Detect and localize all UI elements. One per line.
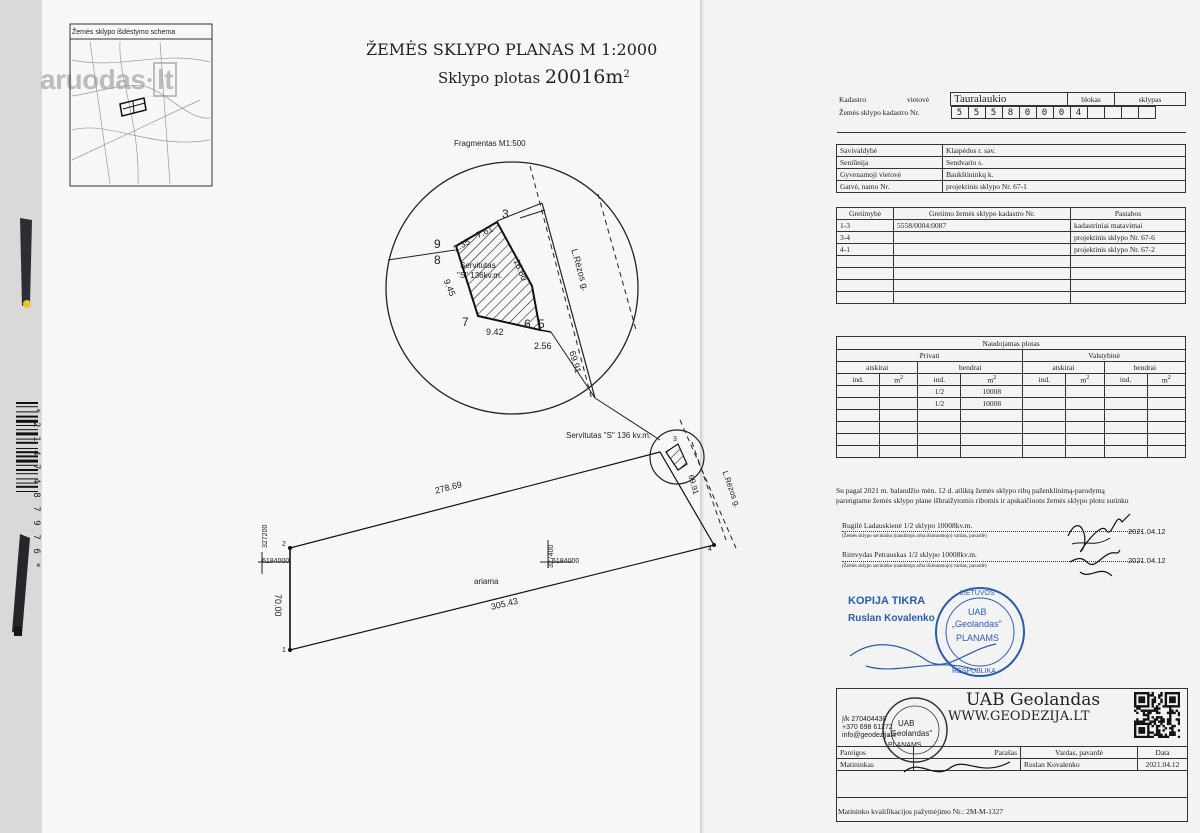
point-4: 4 (708, 546, 712, 553)
dim-2-56: 2.56 (534, 341, 552, 351)
usage-row (836, 445, 1187, 458)
usage-row (836, 433, 1187, 446)
cadastre-number-table: Kadastro vietovė Tauralaukio blokas skly… (836, 92, 1186, 119)
dim-9-42: 9.42 (486, 327, 504, 337)
small-point-3: 3 (673, 436, 677, 443)
point-8: 8 (434, 253, 441, 267)
usage-row (836, 409, 1187, 422)
coord-y-left: 6184000 (262, 558, 290, 565)
logo-uab: UAB (898, 719, 915, 728)
contact-line-2: +370 698 61272 (842, 724, 893, 731)
cadastre-digits: 5 5 5 8 0 0 0 4 (950, 106, 1156, 119)
binder-clip-top (16, 214, 36, 310)
stamp-company: UAB (968, 607, 987, 617)
copy-true-name: Ruslan Kovalenko (848, 613, 935, 624)
binder-clip-bottom (6, 530, 36, 642)
logo-geolandas: „Geolandas" (888, 729, 933, 738)
servitude-small-circle (649, 429, 705, 485)
stamp-company-name: „Geolandas" (952, 619, 1002, 629)
contact-line-1: Į/k 270404430 (842, 716, 887, 723)
inset-map-frame (69, 23, 213, 187)
watermark-logo: aruodas●lt (40, 62, 178, 97)
signatures (1067, 513, 1131, 577)
signer-1-date: 2021.04.12 (1128, 527, 1166, 536)
neighbor-row (836, 267, 1186, 280)
signer-1-name: Rugilė Ladauskienė 1/2 sklypo 10008kv.m. (842, 521, 973, 530)
barcode (14, 400, 42, 530)
stamp-planams: PLANAMS (956, 633, 1000, 643)
fragment-circle (385, 161, 639, 415)
inset-plot-marker (119, 97, 147, 117)
point-1: 1 (282, 647, 286, 654)
stamp-bottom: RESPUBLIKA (952, 668, 996, 675)
land-use-label: ariama (474, 577, 499, 586)
signer-1-caption: (Žemės sklypo savininko (naudotojo arba … (842, 534, 987, 539)
signer-2-date: 2021.04.12 (1128, 556, 1166, 565)
point-6: 6 (524, 317, 531, 331)
page-fold (700, 0, 704, 833)
inset-map-lines (71, 41, 211, 185)
agreement-line-2: parengtame žemės sklypo plane išbraižyto… (836, 496, 1129, 505)
logo-planams: PLANAMS (888, 742, 922, 749)
qr-code (1134, 692, 1180, 738)
neighbor-row (836, 279, 1186, 292)
servitude-main-label: Servitutas "S" 136 kv.m. (566, 431, 652, 440)
point-9: 9 (434, 237, 441, 251)
point-7: 7 (462, 315, 469, 329)
copy-true-label: KOPIJA TIKRA (848, 595, 926, 607)
neighbor-row (836, 255, 1186, 268)
point-3: 3 (502, 207, 509, 221)
servitude-area (454, 220, 542, 332)
surveyor-table: Pareigos Parašas Vardas, pavardė Data Ma… (836, 746, 1188, 798)
coord-y-right: 6184000 (552, 558, 580, 565)
servitude-label: Servitutas (460, 261, 496, 270)
point-5: 5 (538, 317, 545, 331)
signer-2-caption: (Žemės sklypo savininko (naudotojo arba … (842, 564, 987, 569)
dim-70-00: 70.00 (273, 594, 283, 617)
plot-boundary (289, 451, 715, 651)
neighbor-row (836, 291, 1186, 304)
company-website: WWW.GEODEZIJA.LT (948, 709, 1090, 724)
usage-row (836, 421, 1187, 434)
stamp-top: LIETUVOS (960, 590, 995, 597)
servitude-caption: "S" 136kv.m. (457, 271, 503, 280)
signer-2-name: Rimvydas Petrauskas 1/2 sklypo 10008kv.m… (842, 550, 977, 559)
copy-signature (849, 643, 997, 671)
plan-title: ŽEMĖS SKLYPO PLANAS M 1:2000 (366, 40, 658, 59)
fragment-title: Fragmentas M1:500 (454, 139, 526, 148)
qualification: Matininko kvalifikacijos pažymėjimo Nr.:… (838, 807, 1004, 816)
point-2: 2 (282, 541, 286, 548)
company-name: UAB Geolandas (966, 690, 1101, 710)
plot-area: Sklypo plotas 20016m2 (438, 66, 630, 88)
coord-x-left: 327200 (262, 524, 269, 548)
inset-title: Žemės sklypo išdėstymo schema (72, 29, 176, 36)
contact-line-3: info@geodezija.lt (842, 732, 896, 739)
agreement-line-1: Su pagal 2021 m. balandžio mėn. 12 d. at… (836, 486, 1105, 495)
company-stamp (935, 587, 1025, 677)
neighbors-table: Gretimybė Gretimo žemės sklypo kadastro … (836, 207, 1186, 304)
surveyor-signature (903, 761, 1011, 773)
